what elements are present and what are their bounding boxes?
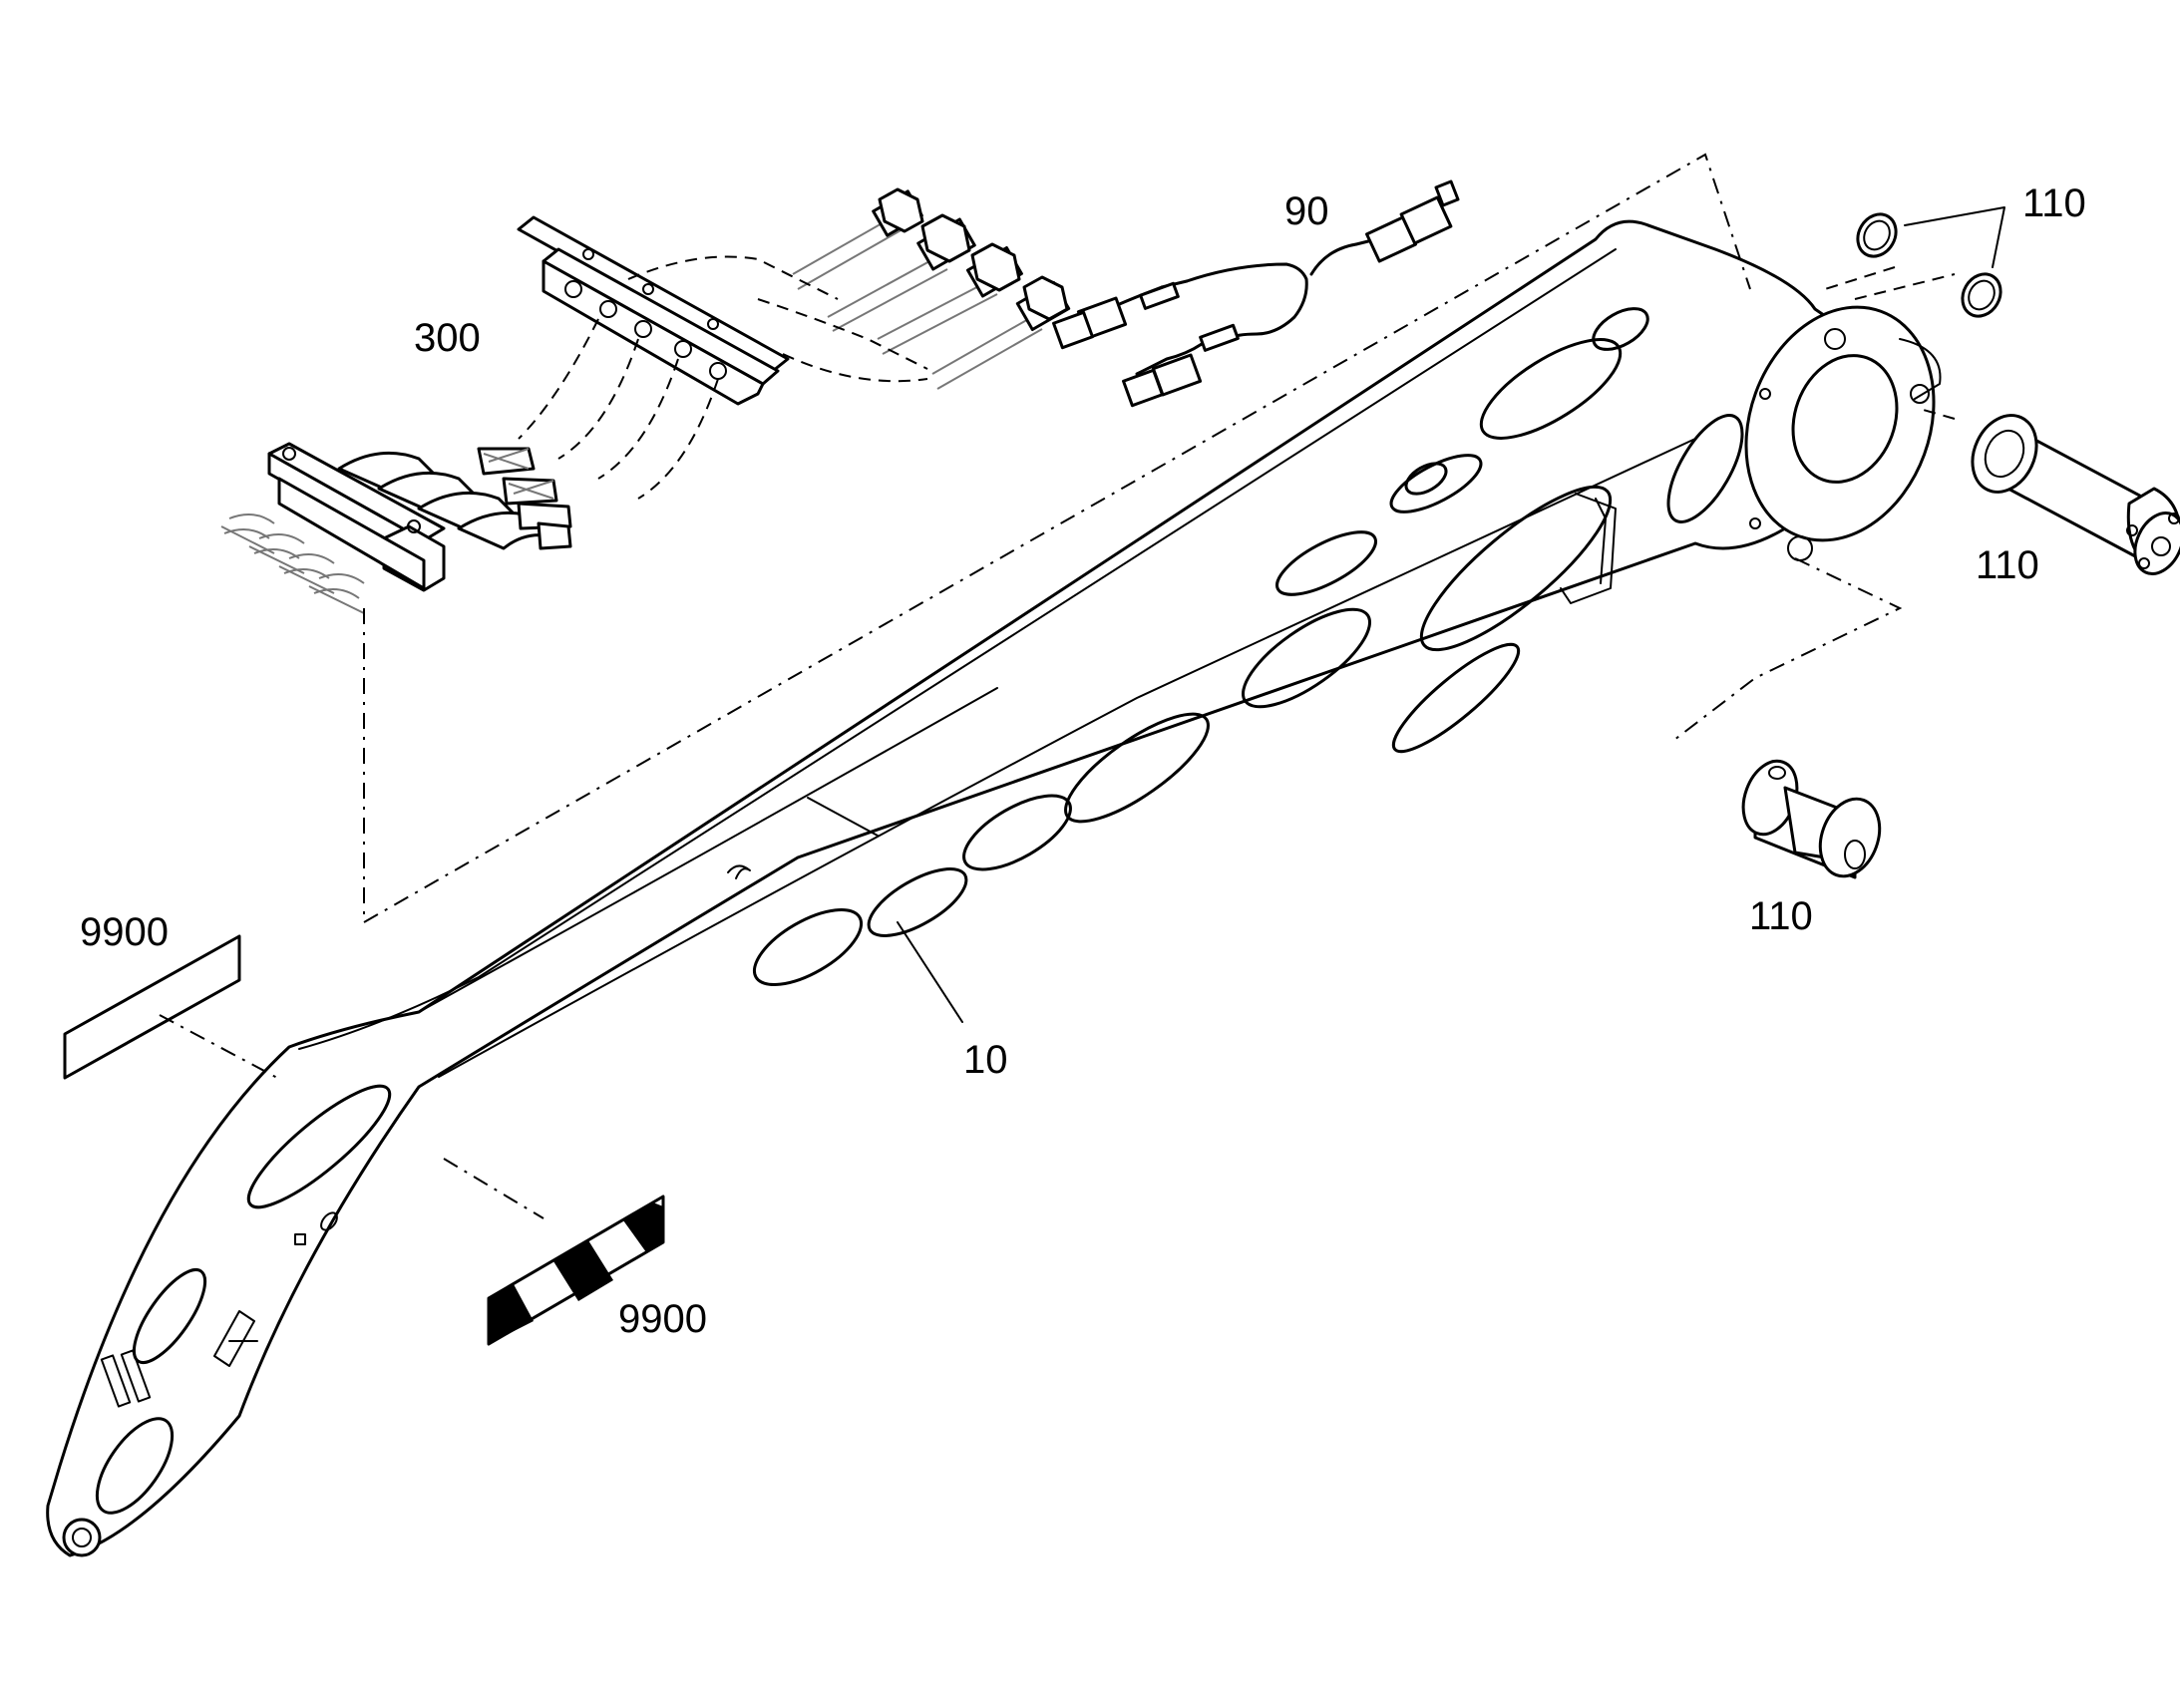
pin-shaft[interactable] (1669, 405, 2180, 744)
assembly-lines (363, 153, 1751, 1023)
label-hose-kit: 300 (414, 316, 481, 360)
label-boom: 10 (963, 1038, 1008, 1082)
hose-kit[interactable] (220, 187, 1071, 922)
retaining-rings[interactable] (1824, 206, 2008, 323)
label-decal-hazard: 9900 (618, 1297, 707, 1341)
label-pin-shaft: 110 (1976, 543, 2039, 587)
pin-bushing[interactable] (1734, 754, 1890, 884)
decal-plain[interactable] (63, 934, 280, 1080)
label-decal-plain: 9900 (80, 910, 169, 954)
label-wiring-harness: 90 (1284, 189, 1329, 233)
label-pin-bushing: 110 (1749, 894, 1813, 938)
boom-arm[interactable] (46, 219, 1966, 1557)
wiring-harness[interactable] (1052, 179, 1460, 408)
label-rings: 110 (2022, 181, 2086, 225)
decal-hazard[interactable] (443, 1158, 665, 1346)
